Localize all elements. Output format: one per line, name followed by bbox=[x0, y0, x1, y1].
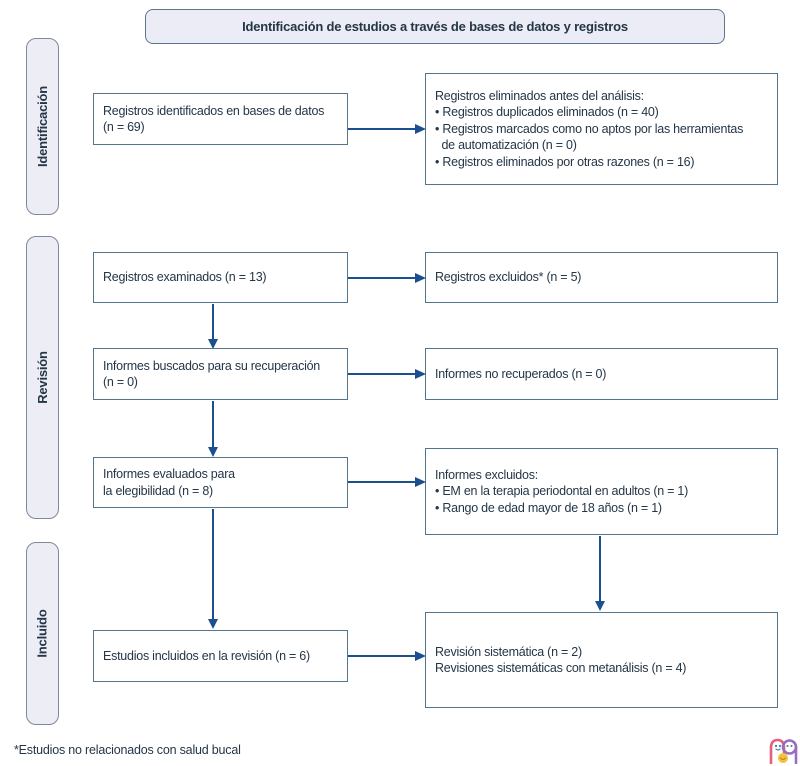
box-registros-excluidos-text: Registros excluidos* (n = 5) bbox=[435, 270, 582, 285]
stage-incluido-label: Incluido bbox=[35, 609, 51, 658]
box-informes-buscados: Informes buscados para su recuperación (… bbox=[93, 348, 348, 400]
arrow-evaluados-down bbox=[208, 509, 218, 629]
box-registros-examinados: Registros examinados (n = 13) bbox=[93, 252, 348, 303]
stage-identificacion-label: Identificación bbox=[35, 86, 50, 167]
diagram-title: Identificación de estudios a través de b… bbox=[145, 9, 725, 44]
box-informes-evaluados: Informes evaluados para la elegibilidad … bbox=[93, 457, 348, 508]
box-revision-sistematica: Revisión sistemática (n = 2) Revisiones … bbox=[425, 612, 778, 708]
box-informes-no-recuperados-text: Informes no recuperados (n = 0) bbox=[435, 366, 607, 381]
box-informes-evaluados-text: Informes evaluados para la elegibilidad … bbox=[103, 467, 235, 498]
box-registros-eliminados: Registros eliminados antes del análisis:… bbox=[425, 73, 778, 185]
arrow-incluidos-to-revision bbox=[348, 651, 426, 661]
box-registros-examinados-text: Registros examinados (n = 13) bbox=[103, 270, 267, 285]
box-informes-no-recuperados: Informes no recuperados (n = 0) bbox=[425, 348, 778, 400]
arrow-identificados-to-eliminados bbox=[348, 124, 426, 134]
journal-logo-icon bbox=[769, 738, 798, 764]
box-informes-excluidos-text: Informes excluidos: • EM en la terapia p… bbox=[435, 467, 689, 515]
stage-incluido: Incluido bbox=[26, 542, 59, 725]
arrow-buscados-down bbox=[208, 401, 218, 457]
arrow-buscados-to-no-recuperados bbox=[348, 369, 426, 379]
arrow-examinados-to-excluidos bbox=[348, 273, 426, 283]
stage-identificacion: Identificación bbox=[26, 38, 59, 215]
box-registros-excluidos: Registros excluidos* (n = 5) bbox=[425, 252, 778, 303]
box-registros-identificados: Registros identificados en bases de dato… bbox=[93, 93, 348, 145]
arrow-evaluados-to-informes-excluidos bbox=[348, 477, 426, 487]
box-informes-excluidos: Informes excluidos: • EM en la terapia p… bbox=[425, 448, 778, 535]
box-informes-buscados-text: Informes buscados para su recuperación (… bbox=[103, 358, 321, 390]
box-registros-identificados-text: Registros identificados en bases de dato… bbox=[103, 103, 325, 135]
arrow-informes-excluidos-down bbox=[595, 536, 605, 611]
arrow-examinados-down bbox=[208, 304, 218, 349]
box-estudios-incluidos: Estudios incluidos en la revisión (n = 6… bbox=[93, 630, 348, 682]
box-estudios-incluidos-text: Estudios incluidos en la revisión (n = 6… bbox=[103, 648, 310, 663]
diagram-title-text: Identificación de estudios a través de b… bbox=[242, 19, 628, 34]
box-registros-eliminados-text: Registros eliminados antes del análisis:… bbox=[435, 88, 744, 169]
box-revision-sistematica-text: Revisión sistemática (n = 2) Revisiones … bbox=[435, 644, 687, 676]
footnote: *Estudios no relacionados con salud buca… bbox=[14, 743, 241, 757]
stage-revision: Revisión bbox=[26, 236, 59, 519]
stage-revision-label: Revisión bbox=[35, 351, 50, 404]
